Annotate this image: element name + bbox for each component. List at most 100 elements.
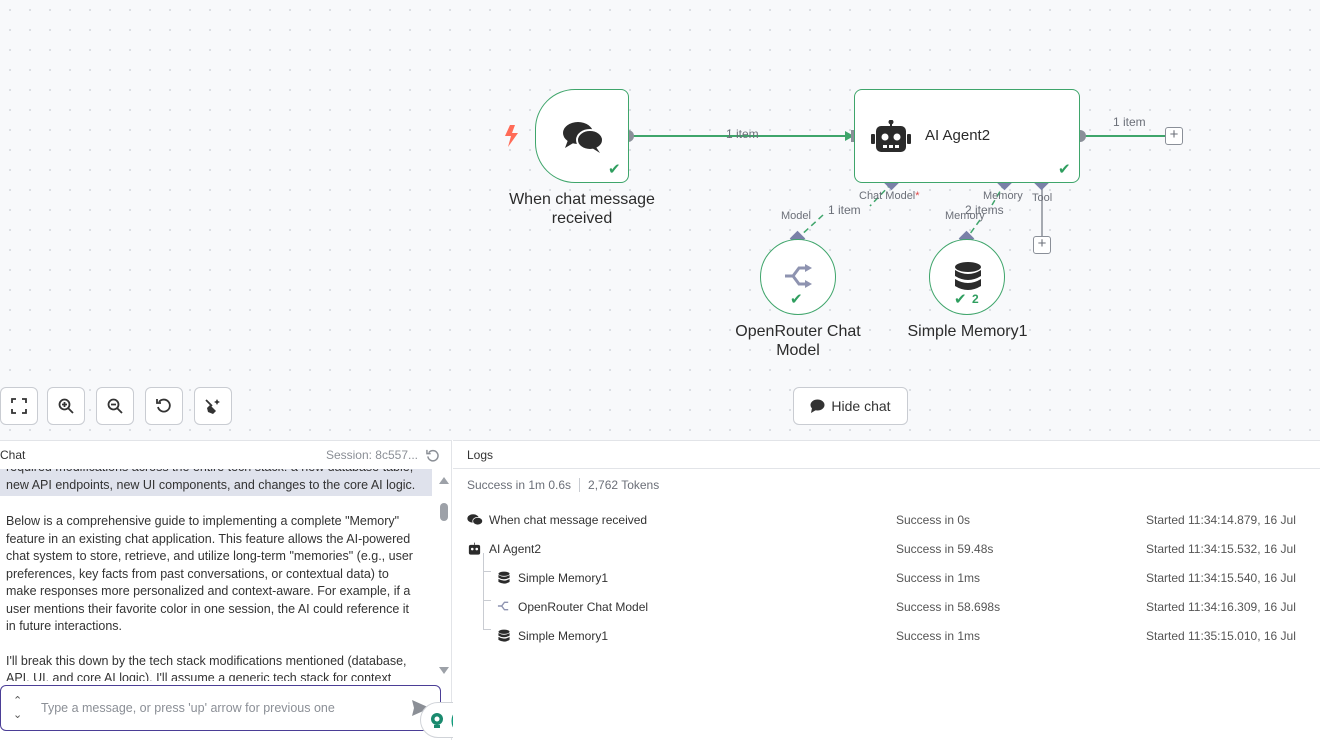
- node-chat-trigger[interactable]: ✔: [535, 89, 629, 183]
- tree-branch: [483, 600, 491, 601]
- fit-view-icon: [11, 398, 27, 414]
- log-status: Success in 59.48s: [896, 542, 994, 556]
- robot-icon: [468, 542, 481, 555]
- logs-summary: Success in 1m 0.6s 2,762 Tokens: [467, 478, 659, 492]
- port-label-memory: Memory: [983, 190, 1023, 202]
- node-chat-trigger-label: When chat message received: [509, 191, 655, 227]
- chat-messages[interactable]: required modifications across the entire…: [0, 469, 432, 681]
- port-label-model-input: Model: [781, 210, 811, 222]
- zoom-in-icon: [58, 398, 74, 414]
- success-check-icon: ✔: [1058, 161, 1071, 178]
- log-started: Started 11:34:14.879, 16 Jul: [1146, 513, 1296, 527]
- session-info: Session: 8c557...: [326, 448, 439, 462]
- chat-message-input[interactable]: [41, 698, 401, 718]
- tree-line: [483, 553, 484, 629]
- node-openrouter-chat-model[interactable]: ✔: [760, 239, 836, 315]
- zoom-out-icon: [107, 398, 123, 414]
- log-node-name: AI Agent2: [489, 542, 542, 556]
- log-status: Success in 58.698s: [896, 600, 1001, 614]
- success-check-icon: ✔: [790, 291, 803, 308]
- history-navigation[interactable]: ⌃ ⌄: [13, 694, 22, 722]
- connection-label-memory: 2 items: [965, 203, 1004, 217]
- summary-status: Success in 1m 0.6s: [467, 478, 572, 492]
- logs-title: Logs: [467, 447, 494, 462]
- chat-header: Chat Session: 8c557...: [0, 441, 451, 469]
- log-row[interactable]: Simple Memory1 Success in 1ms Started 11…: [453, 563, 1320, 592]
- database-icon: [955, 262, 981, 290]
- database-icon: [498, 629, 510, 642]
- log-status: Success in 0s: [896, 513, 971, 527]
- log-started: Started 11:34:16.309, 16 Jul: [1146, 600, 1296, 614]
- add-node-after-agent-button[interactable]: +: [1165, 127, 1183, 145]
- tree-branch: [483, 629, 491, 630]
- chat-message: I'll break this down by the tech stack m…: [6, 653, 407, 682]
- hide-chat-label: Hide chat: [831, 398, 891, 414]
- lightbulb-icon: [431, 713, 443, 728]
- chevron-down-icon[interactable]: ⌄: [13, 709, 23, 721]
- log-node-name: OpenRouter Chat Model: [518, 600, 649, 614]
- tree-branch: [483, 571, 491, 572]
- log-node-name: When chat message received: [489, 513, 648, 527]
- log-started: Started 11:35:15.010, 16 Jul: [1146, 629, 1296, 643]
- send-icon[interactable]: [412, 700, 430, 716]
- openrouter-icon: [497, 601, 509, 611]
- run-count-badge: 2: [972, 292, 979, 306]
- fit-view-button[interactable]: [0, 387, 38, 425]
- node-openrouter-label: OpenRouter Chat Model: [735, 323, 861, 359]
- log-started: Started 11:34:15.532, 16 Jul: [1146, 542, 1296, 556]
- divider: [579, 478, 581, 492]
- chat-message-highlighted: required modifications across the entire…: [0, 469, 432, 496]
- node-simple-memory-label: Simple Memory1: [907, 323, 1028, 340]
- log-row[interactable]: When chat message received Success in 0s…: [453, 505, 1320, 534]
- workflow-canvas[interactable]: ✔ When chat message received AI Agent2 ✔…: [0, 0, 1320, 440]
- scroll-up-arrow[interactable]: [439, 477, 449, 484]
- tidy-up-button[interactable]: [194, 387, 232, 425]
- log-row[interactable]: AI Agent2 Success in 59.48s Started 11:3…: [453, 534, 1320, 563]
- port-label-memory-input: Memory: [945, 210, 985, 222]
- database-icon: [498, 571, 510, 584]
- logs-header: Logs: [453, 441, 1320, 469]
- broom-icon: [205, 399, 220, 414]
- connection-label-trigger-agent: 1 item: [726, 127, 759, 141]
- openrouter-icon: [785, 264, 812, 288]
- log-started: Started 11:34:15.540, 16 Jul: [1146, 571, 1296, 585]
- success-check-icon: ✔: [954, 291, 967, 308]
- chat-input-box[interactable]: ⌃ ⌄: [0, 685, 441, 731]
- log-node-name: Simple Memory1: [518, 629, 609, 643]
- robot-icon: [871, 120, 911, 152]
- connection-arrow: [845, 131, 854, 141]
- log-node-name: Simple Memory1: [518, 571, 609, 585]
- log-status: Success in 1ms: [896, 629, 981, 643]
- chat-title: Chat: [0, 448, 26, 462]
- port-label-chat-model: Chat Model*: [859, 190, 920, 202]
- summary-tokens: 2,762 Tokens: [588, 478, 660, 492]
- log-row[interactable]: OpenRouter Chat Model Success in 58.698s…: [453, 592, 1320, 621]
- success-check-icon: ✔: [608, 161, 621, 178]
- chat-message: Below is a comprehensive guide to implem…: [6, 514, 413, 633]
- reset-zoom-button[interactable]: [145, 387, 183, 425]
- node-simple-memory[interactable]: ✔ 2: [929, 239, 1005, 315]
- scroll-down-arrow[interactable]: [439, 667, 449, 674]
- port-label-tool: Tool: [1032, 192, 1053, 204]
- connection-label-agent-out: 1 item: [1113, 115, 1146, 129]
- chat-bubbles-icon: [467, 514, 483, 526]
- reset-icon: [156, 398, 171, 413]
- chat-scrollbar[interactable]: [436, 471, 450, 681]
- scroll-thumb[interactable]: [440, 503, 448, 521]
- add-tool-button[interactable]: +: [1033, 236, 1051, 254]
- log-row[interactable]: Simple Memory1 Success in 1ms Started 11…: [453, 621, 1320, 650]
- zoom-in-button[interactable]: [47, 387, 85, 425]
- reset-session-icon[interactable]: [426, 449, 439, 462]
- chevron-up-icon[interactable]: ⌃: [13, 695, 23, 707]
- hide-chat-button[interactable]: Hide chat: [793, 387, 908, 425]
- zoom-out-button[interactable]: [96, 387, 134, 425]
- node-ai-agent-label: AI Agent2: [925, 127, 991, 144]
- chat-bubble-icon: [810, 399, 825, 413]
- session-id: Session: 8c557...: [325, 448, 418, 462]
- connection-label-model: 1 item: [828, 203, 861, 217]
- chat-panel: Chat Session: 8c557... required modifica…: [0, 440, 452, 740]
- log-status: Success in 1ms: [896, 571, 981, 585]
- trigger-bolt-icon: [505, 125, 518, 147]
- node-ai-agent[interactable]: AI Agent2 ✔: [854, 89, 1080, 183]
- chat-bubbles-icon: [563, 122, 604, 153]
